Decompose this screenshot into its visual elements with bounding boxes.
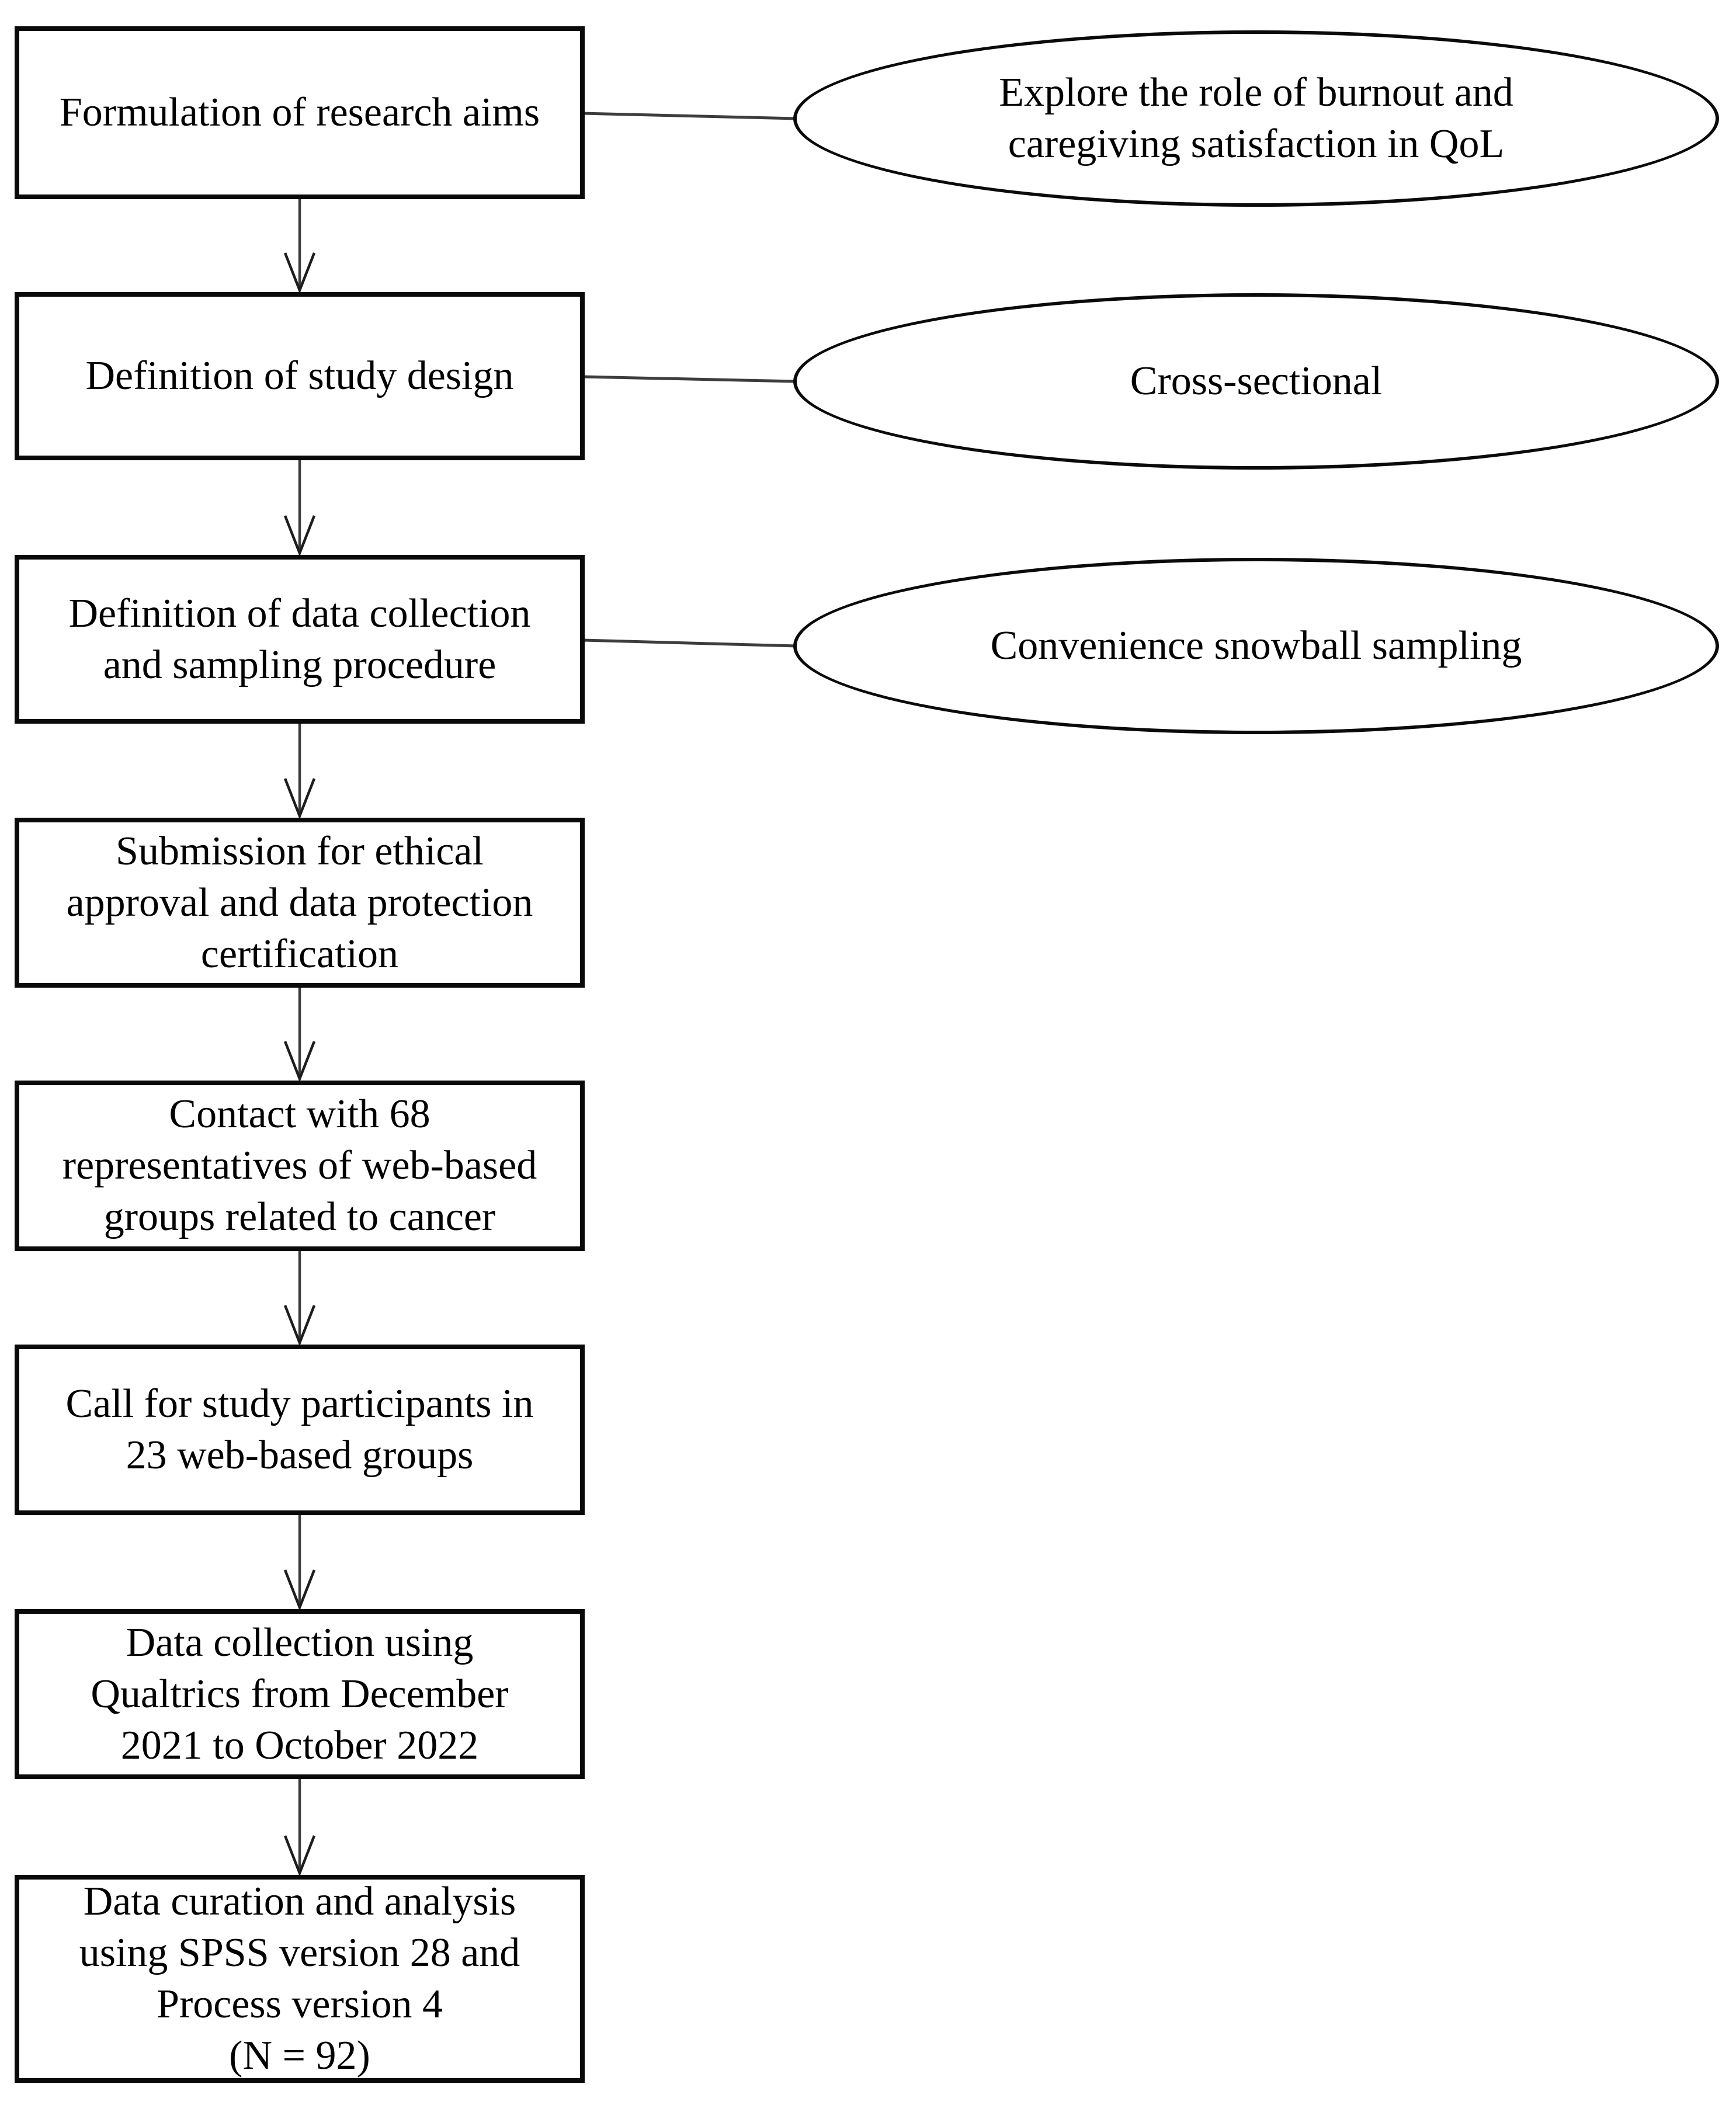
flow-box-ethical-approval: Submission for ethical approval and data… (15, 818, 585, 988)
arrow-box3-box4 (283, 724, 316, 820)
flow-box-call-participants: Call for study participants in 23 web-ba… (15, 1345, 585, 1515)
flow-box-study-design-label: Definition of study design (85, 353, 514, 398)
flow-ellipse-cross-sectional: Cross-sectional (793, 293, 1719, 470)
flow-box-data-curation-analysis-label: Data curation and analysis using SPSS ve… (79, 1879, 520, 2078)
flow-ellipse-burnout-qol: Explore the role of burnout and caregivi… (793, 30, 1719, 207)
connector-box2-ellipse2 (582, 375, 797, 383)
flow-box-data-curation-analysis: Data curation and analysis using SPSS ve… (15, 1875, 585, 2083)
flow-ellipse-snowball-sampling: Convenience snowball sampling (793, 558, 1719, 734)
arrow-box1-box2 (283, 199, 316, 294)
flow-box-contact-representatives-label: Contact with 68 representatives of web-b… (62, 1092, 537, 1239)
flow-box-data-collection-definition: Definition of data collection and sampli… (15, 555, 585, 724)
flow-ellipse-burnout-qol-label: Explore the role of burnout and caregivi… (999, 70, 1513, 166)
flow-ellipse-snowball-sampling-label: Convenience snowball sampling (990, 623, 1522, 668)
flow-box-contact-representatives: Contact with 68 representatives of web-b… (15, 1081, 585, 1251)
flow-box-research-aims: Formulation of research aims (15, 26, 585, 199)
flow-box-study-design: Definition of study design (15, 292, 585, 460)
flow-box-data-collection-definition-label: Definition of data collection and sampli… (68, 590, 531, 687)
flow-box-research-aims-label: Formulation of research aims (59, 90, 540, 135)
arrow-box2-box3 (283, 460, 316, 557)
flow-box-ethical-approval-label: Submission for ethical approval and data… (66, 828, 533, 977)
connector-box1-ellipse1 (582, 112, 797, 120)
arrow-box5-box6 (283, 1251, 316, 1347)
flow-box-data-collection-qualtrics-label: Data collection using Qualtrics from Dec… (91, 1620, 509, 1768)
arrow-box4-box5 (283, 988, 316, 1083)
arrow-box6-box7 (283, 1515, 316, 1611)
flow-ellipse-cross-sectional-label: Cross-sectional (1130, 359, 1383, 404)
flow-box-call-participants-label: Call for study participants in 23 web-ba… (65, 1381, 534, 1478)
arrow-box7-box8 (283, 1779, 316, 1877)
connector-box3-ellipse3 (582, 638, 797, 648)
flow-box-data-collection-qualtrics: Data collection using Qualtrics from Dec… (15, 1609, 585, 1779)
